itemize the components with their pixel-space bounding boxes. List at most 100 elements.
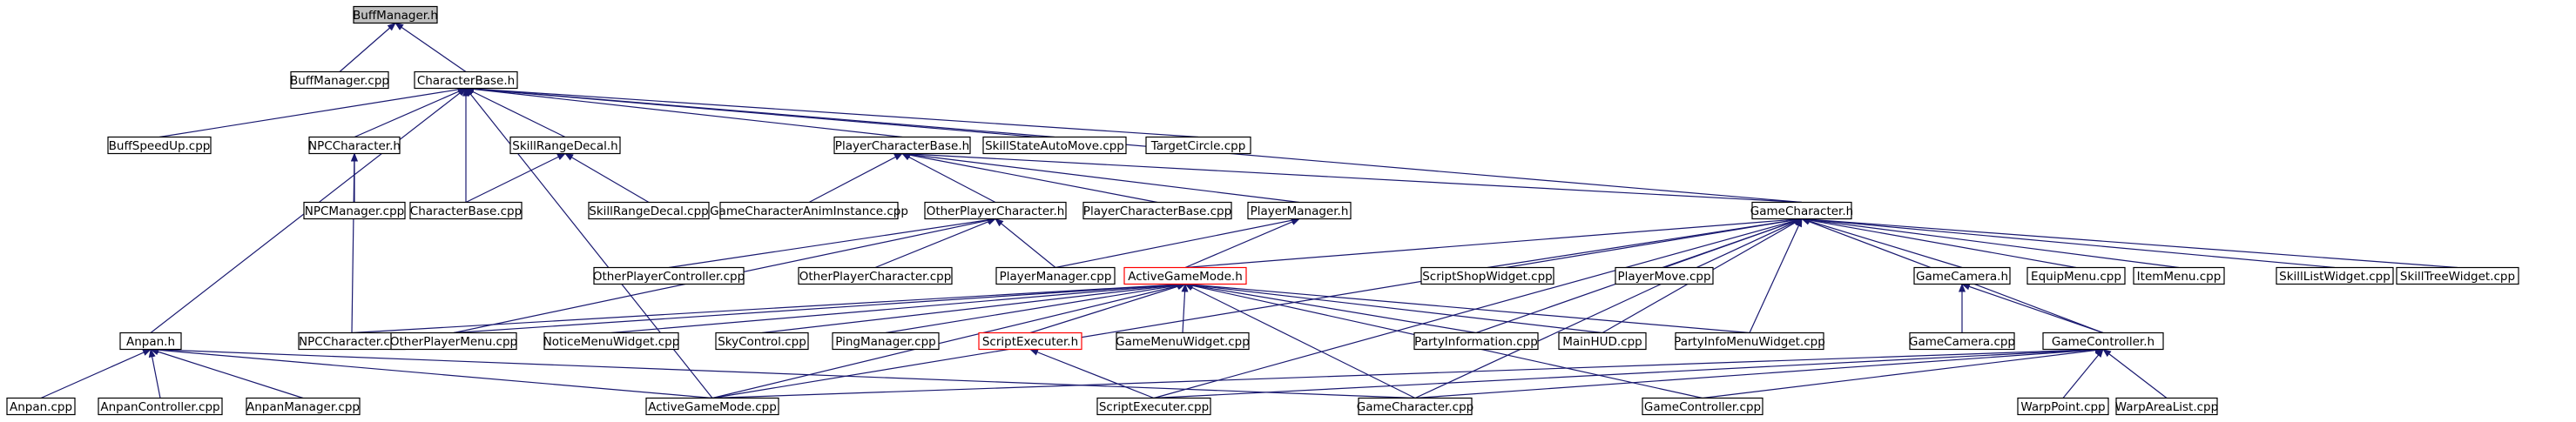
node-scriptshopwidget-cpp[interactable]: ScriptShopWidget.cpp [1420,266,1554,285]
node-label: ActiveGameMode.h [1128,270,1243,284]
node-activegamemode-h[interactable]: ActiveGameMode.h [1123,266,1247,285]
node-label: ScriptShopWidget.cpp [1422,270,1553,284]
node-label: ItemMenu.cpp [2137,270,2222,284]
node-playermove-cpp[interactable]: PlayerMove.cpp [1615,266,1714,285]
node-otherplayercharacter-cpp[interactable]: OtherPlayerCharacter.cpp [798,266,953,285]
node-box [1615,266,1714,285]
node-gamecharacter-cpp[interactable]: GameCharacter.cpp [1357,397,1473,416]
node-label: PlayerCharacterBase.cpp [1083,204,1231,218]
node-buffspeedup-cpp[interactable]: BuffSpeedUp.cpp [107,136,212,155]
edge-equipmenu_cpp-to-gamecharacter_h [1801,217,2077,269]
node-equipmenu-cpp[interactable]: EquipMenu.cpp [2026,266,2126,285]
edge-scriptexecuter_cpp-to-gamecharacter_h [1153,218,1803,399]
node-gamecharacter-h[interactable]: GameCharacter.h [1750,201,1853,220]
node-skilltreewidget-cpp[interactable]: SkillTreeWidget.cpp [2396,266,2519,285]
node-skillrangedecal-cpp[interactable]: SkillRangeDecal.cpp [588,201,710,220]
edge-activegamemode_cpp-to-characterbase_h [465,87,713,399]
node-characterbase-h[interactable]: CharacterBase.h [414,70,518,90]
edge-playermanager_cpp-to-otherplayercharacter_h [995,218,1056,268]
node-anpan-h[interactable]: Anpan.h [119,332,182,351]
node-buffmanager-h[interactable]: BuffManager.h [353,5,438,24]
node-playermanager-cpp[interactable]: PlayerManager.cpp [995,266,1116,285]
edge-npccharacter_cpp-to-activegamemode_h [351,281,1186,334]
node-label: GameController.h [2052,335,2155,349]
node-label: PlayerMove.cpp [1617,270,1710,284]
node-otherplayercharacter-h[interactable]: OtherPlayerCharacter.h [924,201,1067,220]
node-label: BuffManager.cpp [290,74,389,88]
edge-gamecharacter_cpp-to-gamecharacter_h [1414,218,1803,399]
node-anpancontroller-cpp[interactable]: AnpanController.cpp [98,397,223,416]
edge-gamecontroller_h-to-gamecamera_h [1961,283,2104,334]
edge-gamecharacter_cpp-to-anpan_h [150,345,1416,399]
node-targetcircle-cpp[interactable]: TargetCircle.cpp [1145,136,1251,155]
node-box [978,332,1082,351]
node-partyinfomenuwidget-cpp[interactable]: PartyInfoMenuWidget.cpp [1674,332,1825,351]
node-anpanmanager-cpp[interactable]: AnpanManager.cpp [246,397,361,416]
edge-otherplayercharacter_h-to-playercharacterbase_h [901,152,996,204]
edge-characterbase_cpp-to-skillrangedecal_h [465,152,566,204]
node-skilllistwidget-cpp[interactable]: SkillListWidget.cpp [2276,266,2394,285]
node-noticemenuwidget-cpp[interactable]: NoticeMenuWidget.cpp [543,332,680,351]
node-skillrangedecal-h[interactable]: SkillRangeDecal.h [509,136,621,155]
edge-skillrangedecal_h-to-characterbase_h [465,87,566,138]
node-activegamemode-cpp[interactable]: ActiveGameMode.cpp [645,397,779,416]
node-box [2042,332,2164,351]
edge-anpan_cpp-to-anpan_h [40,348,152,399]
node-characterbase-cpp[interactable]: CharacterBase.cpp [409,201,523,220]
node-box [2017,397,2109,416]
node-scriptexecuter-h[interactable]: ScriptExecuter.h [978,332,1082,351]
node-gamecharacteraniminstance-cpp[interactable]: GameCharacterAnimInstance.cpp [710,201,908,220]
node-label: WarpAreaList.cpp [2115,400,2218,414]
node-label: GameCharacterAnimInstance.cpp [710,204,908,218]
node-gamecamera-h[interactable]: GameCamera.h [1913,266,2011,285]
node-playercharacterbase-h[interactable]: PlayerCharacterBase.h [833,136,971,155]
node-itemmenu-cpp[interactable]: ItemMenu.cpp [2133,266,2225,285]
node-gamemenuwidget-cpp[interactable]: GameMenuWidget.cpp [1116,332,1250,351]
edge-activegamemode_cpp-to-anpan_h [150,346,713,399]
node-box [1358,397,1473,416]
node-box [995,266,1116,285]
edge-warparealist_cpp-to-gamecontroller_h [2102,348,2168,399]
node-skycontrol-cpp[interactable]: SkyControl.cpp [715,332,809,351]
node-gamecamera-cpp[interactable]: GameCamera.cpp [1909,332,2015,351]
node-label: NPCCharacter.h [308,139,401,153]
edge-activegamemode_cpp-to-gamecontroller_h [711,345,2104,399]
edge-skycontrol_cpp-to-activegamemode_h [761,281,1186,334]
node-box [390,332,517,351]
node-otherplayermenu-cpp[interactable]: OtherPlayerMenu.cpp [390,332,517,351]
node-npccharacter-h[interactable]: NPCCharacter.h [308,136,401,155]
node-playercharacterbase-cpp[interactable]: PlayerCharacterBase.cpp [1082,201,1232,220]
node-scriptexecuter-cpp[interactable]: ScriptExecuter.cpp [1096,397,1211,416]
edge-gamecharacter_h-to-characterbase_h [465,85,1803,204]
node-box [414,70,518,90]
node-box [308,136,401,155]
node-npccharacter-cpp[interactable]: NPCCharacter.cpp [298,332,406,351]
node-partyinformation-cpp[interactable]: PartyInformation.cpp [1413,332,1539,351]
node-gamecontroller-h[interactable]: GameController.h [2042,332,2164,351]
edge-activegamemode_cpp-to-activegamemode_h [711,282,1186,399]
node-gamecontroller-cpp[interactable]: GameController.cpp [1642,397,1763,416]
edge-partyinfomenuwidget_cpp-to-gamecharacter_h [1749,218,1803,333]
node-npcmanager-cpp[interactable]: NPCManager.cpp [303,201,406,220]
node-box [1642,397,1763,416]
node-mainhud-cpp[interactable]: MainHUD.cpp [1558,332,1647,351]
node-box [1145,136,1251,155]
node-playermanager-h[interactable]: PlayerManager.h [1247,201,1352,220]
node-warppoint-cpp[interactable]: WarpPoint.cpp [2017,397,2109,416]
node-label: NPCManager.cpp [305,204,404,218]
node-anpan-cpp[interactable]: Anpan.cpp [6,397,76,416]
node-skillstateautomove-cpp[interactable]: SkillStateAutoMove.cpp [982,136,1127,155]
node-label: PlayerCharacterBase.h [835,139,969,153]
node-warparealist-cpp[interactable]: WarpAreaList.cpp [2115,397,2218,416]
node-otherplayercontroller-cpp[interactable]: OtherPlayerController.cpp [593,266,745,285]
edge-playermanager_h-to-playercharacterbase_h [901,151,1300,204]
node-box [1909,332,2015,351]
edge-skilllistwidget_cpp-to-gamecharacter_h [1801,216,2336,269]
node-pingmanager-cpp[interactable]: PingManager.cpp [832,332,940,351]
node-label: GameMenuWidget.cpp [1116,335,1250,349]
node-label: PlayerManager.cpp [1000,270,1112,284]
node-box [353,5,438,24]
node-box [119,332,182,351]
node-buffmanager-cpp[interactable]: BuffManager.cpp [290,70,389,90]
node-box [588,201,710,220]
